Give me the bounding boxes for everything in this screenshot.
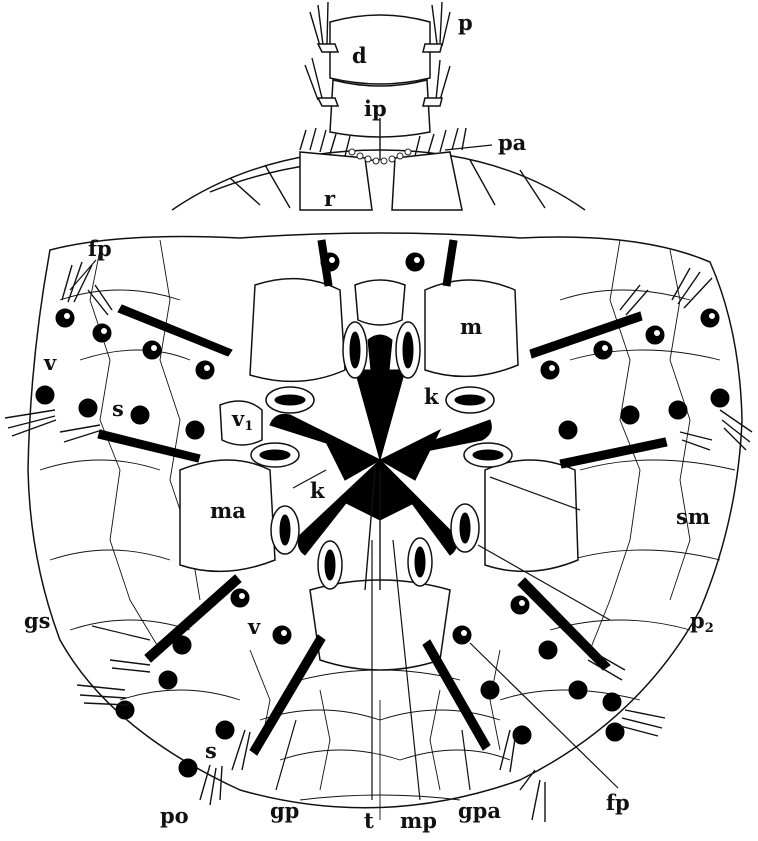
label-fp-top: fp [88,238,112,259]
label-fp-lower: fp [606,792,630,813]
label-m: m [460,316,482,337]
label-ma: ma [210,500,246,521]
plate-r-right [392,152,462,210]
plate-m-left [250,279,345,382]
main-disc [5,233,752,822]
arm-plate-d [330,15,430,84]
label-gp: gp [270,800,299,821]
plate-sm [485,460,578,571]
label-v-left: v [44,352,56,373]
label-v1: v1 [232,408,253,433]
label-v-lower: v [248,616,260,637]
label-p2: p2 [690,610,714,635]
label-gpa: gpa [458,800,501,821]
label-gs: gs [24,610,51,631]
label-p2-sub: 2 [705,621,714,636]
label-d: d [352,45,367,66]
label-r: r [324,188,335,209]
label-v1-main: v [232,406,244,431]
label-k-lower: k [310,480,325,501]
label-k-upper: k [424,386,439,407]
label-v1-sub: 1 [244,419,253,434]
label-mp: mp [400,810,437,831]
label-s-left: s [112,398,124,419]
label-pa: pa [498,132,526,153]
label-po: po [160,805,189,826]
plate-top-center [355,280,405,325]
label-s-lower: s [205,740,217,761]
label-t: t [364,810,374,831]
label-sm: sm [676,506,710,527]
label-p: p [458,12,473,33]
label-p2-main: p [690,608,705,633]
plate-r [300,152,372,210]
label-ip: ip [364,98,387,119]
